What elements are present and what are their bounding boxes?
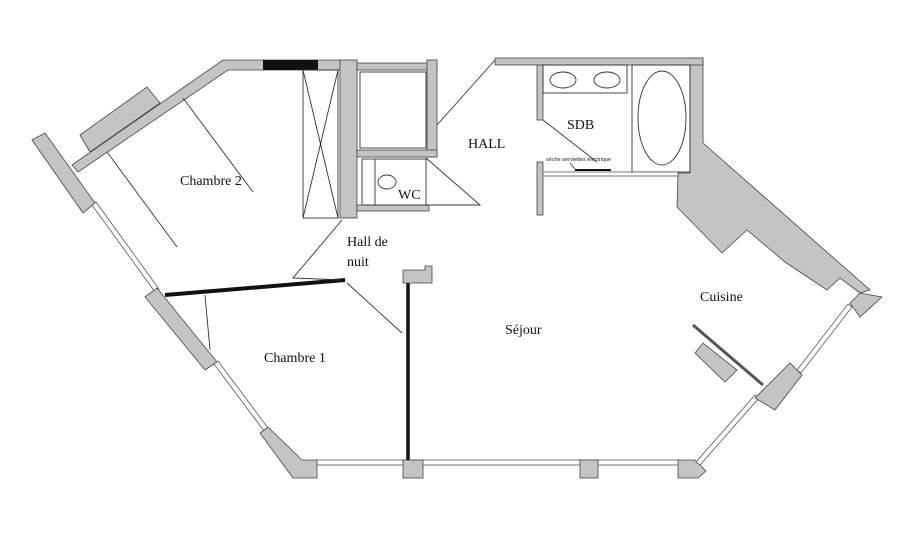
window-right-upper <box>796 303 853 374</box>
sink-icon <box>549 71 577 89</box>
wc-mid-wall <box>356 149 438 158</box>
kitchen-counter <box>692 323 764 387</box>
window-left-lower <box>213 360 269 432</box>
wc-door <box>425 157 482 206</box>
bathtub <box>631 64 691 173</box>
room-label-cuisine: Cuisine <box>700 290 743 305</box>
wc-block <box>302 59 482 219</box>
sink-icon <box>593 71 621 89</box>
sdb-top-wall <box>494 57 704 66</box>
bathroom <box>436 59 691 216</box>
wall-block-right-corner <box>849 292 883 318</box>
sdb-bottom-wall <box>542 171 679 177</box>
wc-top-wall <box>356 62 438 71</box>
wardrobe-line <box>106 151 178 248</box>
room-label-sejour: Séjour <box>505 323 542 338</box>
top-wall-black-segment <box>263 60 318 70</box>
wall-block-right <box>754 362 803 411</box>
chambre1-door <box>346 282 403 334</box>
wc-right-wall <box>426 59 438 158</box>
room-label-hall-de-nuit-2: nuit <box>347 255 369 270</box>
wc-thick-wall <box>339 59 358 219</box>
kitchen-appliance <box>694 342 738 383</box>
window-right-lower <box>695 394 760 466</box>
wall-block-bottom-left <box>259 426 318 479</box>
room-label-wc: WC <box>398 188 421 203</box>
towel-heater <box>575 169 611 171</box>
sdb-door <box>542 119 598 163</box>
window-bottom <box>316 459 681 466</box>
partition-cap <box>402 265 433 284</box>
chambre2-door <box>292 219 343 281</box>
sdb-left-wall-bottom <box>536 161 544 216</box>
room-label-chambre-1: Chambre 1 <box>264 351 326 366</box>
closet-cross-line <box>302 69 339 219</box>
wardrobe-line <box>182 97 254 193</box>
wc-box <box>361 158 427 206</box>
wc-bottom-wall <box>356 204 430 212</box>
exterior-walls <box>31 57 883 479</box>
kitchen-wall <box>676 57 871 294</box>
wall-pillar-bottom-2 <box>579 459 599 479</box>
wall-block-mid-left <box>144 287 218 371</box>
room-label-chambre-2: Chambre 2 <box>180 174 242 189</box>
room-label-hall: HALL <box>468 137 505 152</box>
entry-door <box>436 59 496 126</box>
closet <box>302 69 339 219</box>
window-left-upper <box>91 201 160 293</box>
towel-heater-leader <box>569 162 576 170</box>
bedroom-partition <box>164 278 346 297</box>
room-label-hall-de-nuit-1: Hall de <box>347 235 388 250</box>
wall-pillar-bottom-1 <box>402 459 424 479</box>
wall-block-top-left <box>79 86 161 153</box>
window-swing-line <box>204 294 211 351</box>
bathtub-basin <box>637 70 687 166</box>
toilet-icon <box>377 174 397 190</box>
sdb-left-wall-top <box>536 64 544 121</box>
sink-counter <box>542 64 628 94</box>
room-label-sdb: SDB <box>567 118 594 133</box>
towel-heater-label: séche serviettes électrique <box>546 157 611 163</box>
partitions <box>106 97 764 460</box>
storage-box <box>359 71 427 149</box>
